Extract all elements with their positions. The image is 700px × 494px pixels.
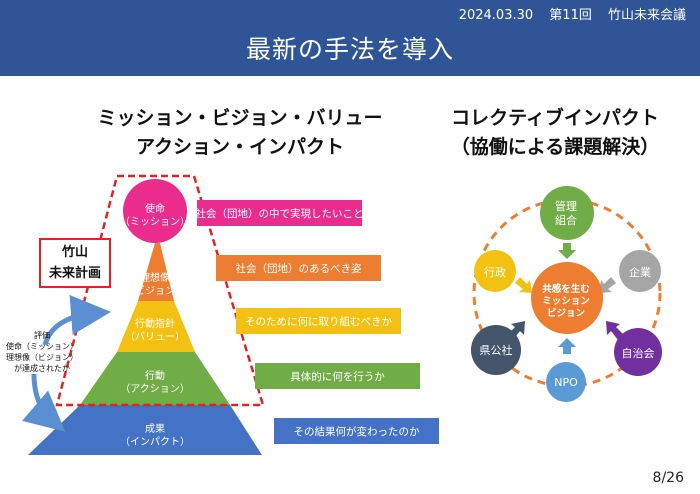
plan-label-line2: 未来計画 xyxy=(48,266,101,281)
npo-label: NPO xyxy=(554,376,578,389)
header-session: 第11回 xyxy=(549,8,592,23)
circle-jichikai xyxy=(614,328,662,376)
page-number: 8/26 xyxy=(652,470,684,486)
circle-npo xyxy=(546,362,586,402)
circle-kenkosha xyxy=(471,325,521,375)
circle-kigyo xyxy=(619,250,661,292)
arrow-from-kanri xyxy=(558,243,576,259)
action-label: 行動 （アクション） xyxy=(90,370,220,396)
impact-label-line1: 成果 xyxy=(145,424,165,435)
center-label-line1: 共感を生む xyxy=(542,284,590,295)
pyramid-level-vision xyxy=(138,243,174,301)
value-label-line2: （バリュー） xyxy=(125,332,185,343)
center-label: 共感を生む ミッション ビジョン xyxy=(533,284,599,320)
evaluation-line3: 理想像（ビジョン） xyxy=(6,353,78,362)
pyramid-level-action xyxy=(80,352,230,405)
right-heading: コレクティブインパクト （協働による課題解決） xyxy=(440,104,670,162)
evaluation-note: 評価 使命（ミッション） 理想像（ビジョン） が達成されたか xyxy=(4,330,80,374)
pyramid-level-impact xyxy=(28,405,262,455)
vision-label-line1: 理想像 xyxy=(140,273,170,284)
arrow-from-npo xyxy=(558,338,576,354)
value-note: そのために何に取り組むべきか xyxy=(236,308,401,334)
kenkosha-label: 県公社 xyxy=(479,344,513,357)
evaluation-line4: が達成されたか xyxy=(14,364,70,373)
vision-note: 社会（団地）のあるべき姿 xyxy=(216,255,381,281)
collective-arrows xyxy=(508,243,623,354)
center-label-line3: ビジョン xyxy=(546,308,585,319)
evaluation-arrow-down xyxy=(22,373,66,432)
left-heading-line1: ミッション・ビジョン・バリュー xyxy=(97,107,383,129)
circle-gyosei xyxy=(474,250,516,292)
action-label-line1: 行動 xyxy=(145,371,165,382)
header-meeting: 竹山未来会議 xyxy=(607,8,686,23)
header-meta: 2024.03.30 第11回 竹山未来会議 xyxy=(447,4,686,23)
plan-label-line1: 竹山 xyxy=(61,245,88,260)
impact-label-line2: （インパクト） xyxy=(120,437,190,448)
right-heading-line2: （協働による課題解決） xyxy=(450,136,660,158)
center-label-line2: ミッション xyxy=(542,296,590,307)
evaluation-line2: 使命（ミッション） xyxy=(6,342,78,351)
vision-label: 理想像 （ビジョン） xyxy=(118,272,192,298)
header-date: 2024.03.30 xyxy=(458,8,534,23)
slide-header: 2024.03.30 第11回 竹山未来会議 最新の手法を導入 xyxy=(0,0,700,76)
evaluation-arrow-up xyxy=(42,294,111,346)
left-heading: ミッション・ビジョン・バリュー アクション・インパクト xyxy=(70,104,410,162)
pyramid-level-value xyxy=(117,301,195,352)
impact-label: 成果 （インパクト） xyxy=(80,423,230,449)
mission-label-line1: 使命 xyxy=(145,204,165,215)
arrow-from-gyosei xyxy=(515,277,532,293)
arrow-from-kigyo xyxy=(599,277,616,293)
vision-label-line2: （ビジョン） xyxy=(125,286,185,297)
arrow-from-jichikai xyxy=(606,321,623,340)
jichikai-label: 自治会 xyxy=(621,347,655,360)
value-label: 行動指針 （バリュー） xyxy=(108,318,202,344)
plan-label-box: 竹山 未来計画 xyxy=(39,238,111,288)
right-heading-line1: コレクティブインパクト xyxy=(451,107,659,129)
value-label-line1: 行動指針 xyxy=(135,319,175,330)
impact-note: その結果何が変わったのか xyxy=(274,418,439,444)
slide-title: 最新の手法を導入 xyxy=(245,35,454,64)
kigyo-label: 企業 xyxy=(629,266,651,279)
circle-center xyxy=(531,262,603,334)
evaluation-line1: 評価 xyxy=(34,331,50,340)
circle-kanri xyxy=(540,186,594,240)
action-note: 具体的に何を行うか xyxy=(255,363,420,389)
mission-note: 社会（団地）の中で実現したいこと xyxy=(196,200,364,226)
kanri-label-line2: 組合 xyxy=(555,214,577,227)
mission-label-line2: （ミッション） xyxy=(120,217,190,228)
mission-label: 使命 （ミッション） xyxy=(120,203,190,229)
action-label-line2: （アクション） xyxy=(120,384,190,395)
kanri-label-line1: 管理 xyxy=(555,200,577,213)
kanri-label: 管理 組合 xyxy=(538,200,594,228)
left-heading-line2: アクション・インパクト xyxy=(135,136,345,158)
gyosei-label: 行政 xyxy=(484,266,506,279)
pyramid-level-mission xyxy=(123,179,187,243)
